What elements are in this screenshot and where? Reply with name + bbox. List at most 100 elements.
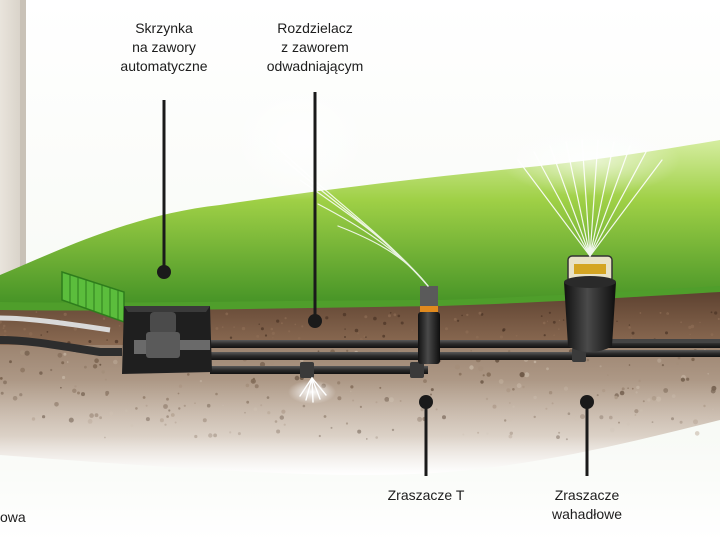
gravel-pebble xyxy=(271,362,274,365)
gravel-pebble xyxy=(483,374,485,376)
soil-grain xyxy=(454,318,457,321)
gravel-pebble xyxy=(470,350,472,352)
label-line: odwadniającym xyxy=(250,57,380,76)
soil-grain xyxy=(36,311,38,313)
soil-grain xyxy=(301,325,303,327)
label-line: z zaworem xyxy=(250,38,380,57)
gravel-pebble xyxy=(67,361,69,363)
label-popup-sprinklers: Zraszacze T xyxy=(366,486,486,505)
soil-grain xyxy=(412,330,413,331)
pipe-right xyxy=(580,350,720,357)
soil-grain xyxy=(276,320,279,323)
soil-grain xyxy=(711,333,714,336)
soil-grain xyxy=(119,325,121,327)
gravel-pebble xyxy=(678,357,681,360)
soil-grain xyxy=(272,337,273,338)
gravel-pebble xyxy=(546,367,549,370)
soil-grain xyxy=(500,335,503,338)
soil-grain xyxy=(465,330,468,333)
gravel-pebble xyxy=(99,364,101,366)
soil-grain xyxy=(344,336,346,338)
label-line: Rozdzielacz xyxy=(250,19,380,38)
soil-grain xyxy=(272,332,275,335)
soil-grain xyxy=(394,313,397,316)
soil-grain xyxy=(563,319,564,320)
soil-grain xyxy=(479,312,482,315)
gravel-pebble xyxy=(657,359,661,363)
gravel-pebble xyxy=(58,353,63,358)
gravel-pebble xyxy=(84,366,87,369)
soil-grain xyxy=(398,315,401,318)
gravel-pebble xyxy=(662,364,664,366)
soil-grain xyxy=(29,332,33,336)
soil-grain xyxy=(544,334,546,336)
soil-grain xyxy=(271,328,274,331)
valve-box-rim xyxy=(124,306,210,312)
pipe-fitting xyxy=(300,362,314,378)
soil-grain xyxy=(115,340,118,343)
valve-port xyxy=(134,340,146,354)
gravel-pebble xyxy=(0,377,3,380)
gravel-pebble xyxy=(600,365,602,367)
soil-grain xyxy=(445,327,448,330)
soil-grain xyxy=(103,318,105,320)
soil-grain xyxy=(689,334,691,336)
soil-grain xyxy=(541,315,543,317)
soil-grain xyxy=(640,312,642,314)
label-line: Zraszacze xyxy=(527,486,647,505)
soil-grain xyxy=(106,341,107,342)
valve-port xyxy=(180,340,210,350)
oscillating-sprinkler-nozzle xyxy=(574,264,606,274)
gravel-pebble xyxy=(520,372,525,377)
gravel-pebble xyxy=(295,376,300,381)
soil-grain xyxy=(476,336,479,339)
soil-grain xyxy=(516,335,518,337)
soil-grain xyxy=(558,328,560,330)
soil-grain xyxy=(355,329,359,333)
gravel-pebble xyxy=(50,369,52,371)
gravel-pebble xyxy=(691,358,694,361)
gravel-pebble xyxy=(102,370,105,373)
gravel-pebble xyxy=(61,361,64,364)
soil-grain xyxy=(325,316,328,319)
soil-grain xyxy=(503,328,506,331)
soil-grain xyxy=(41,334,42,335)
soil-grain xyxy=(680,321,682,323)
soil-grain xyxy=(549,312,551,314)
soil-grain xyxy=(281,322,283,324)
pipe-fitting xyxy=(410,362,424,378)
gravel-pebble xyxy=(455,365,460,370)
soil-grain xyxy=(298,337,301,340)
gravel-pebble xyxy=(469,365,473,369)
soil-grain xyxy=(242,327,245,330)
label-left-partial: owa xyxy=(0,508,40,527)
soil-grain xyxy=(666,312,669,315)
popup-mist xyxy=(230,80,370,200)
soil-grain xyxy=(631,337,633,339)
gravel-pebble xyxy=(459,373,462,376)
soil-grain xyxy=(388,314,391,317)
soil-grain xyxy=(23,328,26,331)
soil-grain xyxy=(382,335,385,338)
gravel-pebble xyxy=(346,350,348,352)
gravel-pebble xyxy=(9,360,12,363)
label-manifold: Rozdzielacz z zaworem odwadniającym xyxy=(250,19,380,76)
soil-grain xyxy=(401,322,404,325)
soil-grain xyxy=(230,337,232,339)
gravel-pebble xyxy=(607,374,609,376)
popup-sprinkler-band xyxy=(420,306,438,312)
soil-grain xyxy=(215,327,218,330)
oscillating-mist xyxy=(500,124,680,196)
soil-grain xyxy=(233,326,235,328)
label-line: owa xyxy=(0,508,40,527)
soil-grain xyxy=(3,327,5,329)
soil-grain xyxy=(373,317,377,321)
label-valve-box: Skrzynka na zawory automatyczne xyxy=(104,19,224,76)
gravel-pebble xyxy=(587,359,590,362)
soil-grain xyxy=(665,331,668,334)
soil-grain xyxy=(288,330,290,332)
soil-grain xyxy=(547,321,548,322)
valve-solenoid xyxy=(150,312,176,334)
soil-grain xyxy=(559,320,560,321)
